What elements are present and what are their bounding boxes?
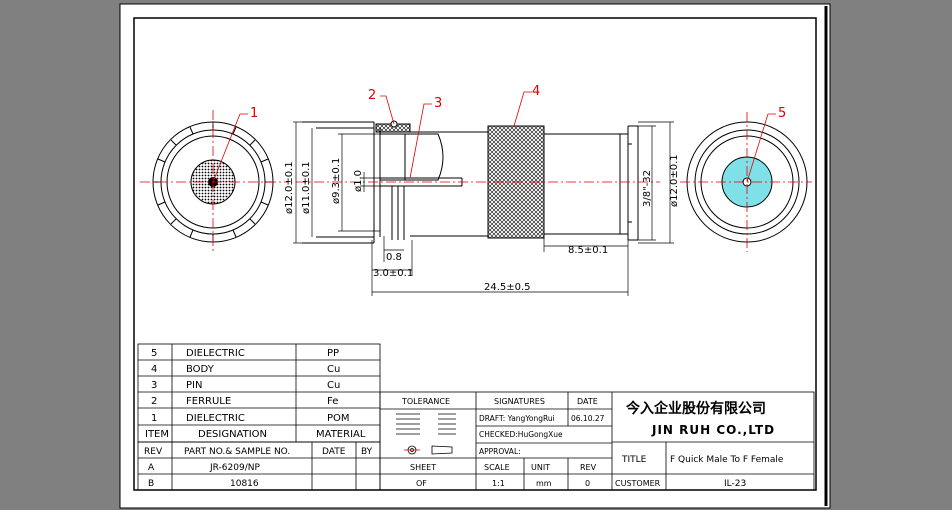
rev-row-b: B (148, 479, 154, 489)
leader-lines (212, 91, 776, 183)
scale-value: 1:1 (492, 479, 505, 488)
tolerance-table-glyphs (396, 413, 456, 435)
bom-header-designation: DESIGNATION (198, 429, 267, 440)
approval-signature: APPROVAL: (479, 447, 521, 456)
bom-designation: FERRULE (186, 396, 231, 407)
rev-row-a: A (148, 463, 155, 473)
side-view (296, 120, 660, 244)
rev-header-part: PART NO.& SAMPLE NO. (184, 447, 290, 457)
tolerance-label: TOLERANCE (401, 397, 450, 406)
dimension-lines (293, 121, 674, 296)
title-block-text: TOLERANCE SIGNATURES DATE DRAFT: YangYon… (401, 397, 784, 489)
bom-item: 4 (151, 364, 157, 375)
bom-material: Cu (327, 364, 340, 375)
balloon-2: 2 (368, 88, 376, 103)
bom-text: 5 DIELECTRIC PP 4 BODY Cu 3 PIN Cu 2 FER… (145, 348, 366, 440)
dim-ferrule-length: 3.0±0.1 (373, 268, 413, 279)
dim-overall-length: 24.5±0.5 (484, 282, 531, 293)
bom-item: 1 (151, 413, 157, 424)
bom-item: 5 (151, 348, 157, 359)
dim-outer-diameter: ø12.0±0.1 (284, 161, 295, 214)
rev-table (137, 441, 381, 491)
bom-designation: BODY (186, 364, 215, 375)
signatures-label: SIGNATURES (494, 397, 545, 406)
projection-symbol (404, 445, 453, 455)
title-label: TITLE (621, 455, 647, 465)
draft-date: 06.10.27 (571, 414, 605, 423)
rev-part-a: JR-6209/NP (209, 463, 260, 473)
dim-ferrule-diameter: ø11.0±0.1 (301, 161, 312, 214)
bom-designation: DIELECTRIC (186, 348, 245, 359)
date-label: DATE (577, 397, 598, 406)
unit-label: UNIT (531, 463, 550, 472)
paper (119, 3, 831, 509)
bom-material: Fe (327, 396, 338, 407)
bom-designation: PIN (186, 380, 202, 391)
company-name-cn: 今入企业股份有限公司 (625, 400, 766, 417)
rev-part-b: 10816 (230, 479, 259, 489)
bom-designation: DIELECTRIC (186, 413, 245, 424)
bom-item: 2 (151, 396, 157, 407)
bom-header-material: MATERIAL (316, 429, 366, 440)
unit-value: mm (536, 479, 552, 488)
balloon-1: 1 (250, 106, 258, 121)
balloon-5: 5 (778, 106, 786, 121)
rev-header-by: BY (361, 447, 373, 457)
rev-label: REV (580, 463, 597, 472)
title-block-grid (379, 391, 815, 491)
bom-material: Cu (327, 380, 340, 391)
sheet-value: OF (416, 479, 427, 488)
balloon-3: 3 (434, 96, 442, 111)
company-name-en: JIN RUH CO.,LTD (651, 423, 775, 437)
dim-flange-width: 0.8 (386, 252, 402, 263)
balloon-4: 4 (532, 84, 540, 99)
customer-label: CUSTOMER (615, 479, 661, 488)
rev-header-date: DATE (322, 447, 346, 457)
dim-thread-length: 8.5±0.1 (568, 245, 608, 256)
customer-value: IL-23 (724, 479, 746, 489)
scale-label: SCALE (484, 463, 510, 472)
dim-pin-diameter: ø1.0 (353, 170, 364, 192)
bom-material: POM (327, 413, 350, 424)
dim-dielectric-diameter: ø9.3±0.1 (331, 158, 342, 204)
sheet-label: SHEET (410, 463, 436, 472)
dim-thread: 3/8"-32 (642, 170, 653, 207)
rev-header-rev: REV (144, 447, 163, 457)
bom-item: 3 (151, 380, 157, 391)
checked-signature: CHECKED:HuGongXue (479, 430, 563, 439)
bom-material: PP (327, 348, 339, 359)
title-value: F Quick Male To F Female (670, 455, 784, 465)
draft-signature: DRAFT: YangYongRui (479, 414, 555, 423)
rev-value: 0 (585, 479, 590, 488)
bom-header-item: ITEM (145, 429, 169, 440)
rev-text: REV PART NO.& SAMPLE NO. DATE BY A JR-62… (144, 447, 373, 489)
dim-right-diameter: ø12.0±0.1 (669, 154, 680, 207)
